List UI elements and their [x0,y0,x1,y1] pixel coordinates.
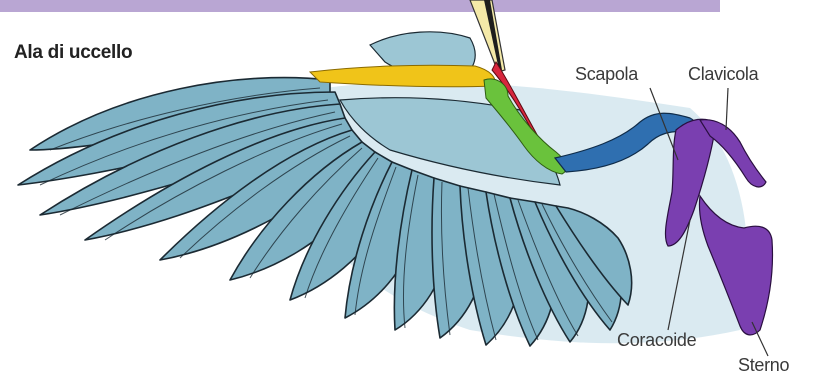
radius-ulna-bone [310,65,495,87]
diagram-title: Ala di uccello [14,42,132,64]
label-scapola: Scapola [575,64,638,85]
label-coracoide: Coracoide [617,330,696,351]
label-sterno: Sterno [738,355,789,376]
label-clavicola: Clavicola [688,64,758,85]
header-banner [0,0,720,12]
leader-clavicola [726,88,728,130]
